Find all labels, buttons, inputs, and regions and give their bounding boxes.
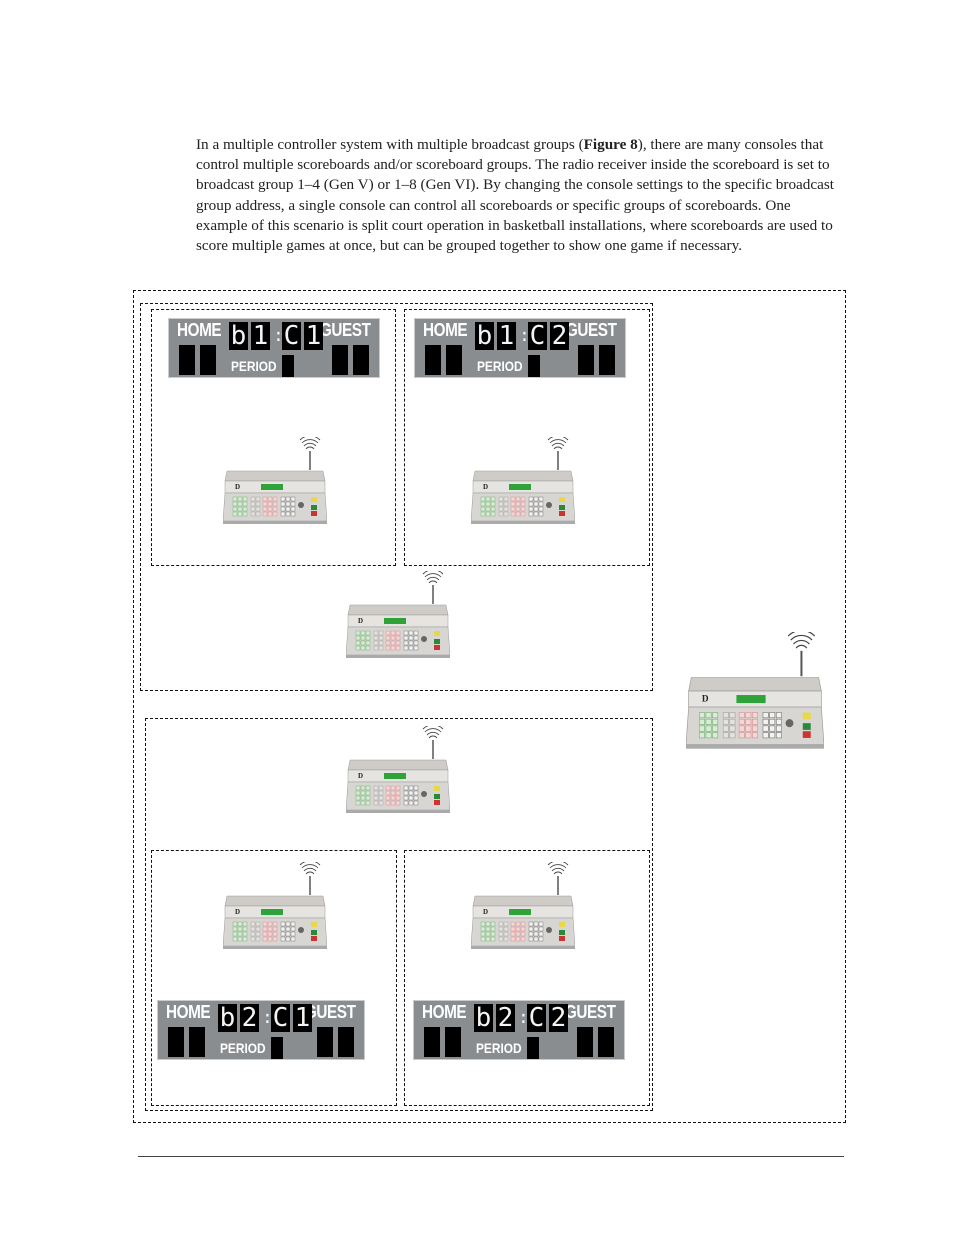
scoreboard-digit: C — [527, 1003, 546, 1033]
guest-label: GUEST — [565, 1002, 616, 1022]
antenna-signal-icon — [547, 435, 569, 470]
group-2-court-b — [404, 850, 650, 1106]
scoreboard-digit: 2 — [240, 1003, 259, 1033]
console-controller: D — [222, 435, 328, 525]
figure-reference: Figure 8 — [583, 136, 638, 153]
antenna-signal-icon — [547, 860, 569, 895]
guest-score-digit — [578, 345, 594, 375]
antenna-signal-icon — [422, 724, 444, 759]
scoreboard-digit: 1 — [497, 321, 516, 351]
home-label: HOME — [166, 1002, 211, 1022]
console-controller: D — [470, 435, 576, 525]
home-score-digit — [446, 345, 462, 375]
antenna-signal-icon — [787, 629, 816, 677]
scoreboard-digit: 2 — [549, 1003, 568, 1033]
guest-score-digit — [577, 1027, 593, 1057]
home-score-digit — [189, 1027, 205, 1057]
scoreboard-digit: 1 — [251, 321, 270, 351]
period-label: PERIOD — [231, 358, 277, 374]
period-digit — [282, 355, 294, 377]
group-1-court-b — [404, 309, 650, 566]
guest-label: GUEST — [320, 320, 371, 340]
scoreboard-digit: 2 — [496, 1003, 515, 1033]
home-score-digit — [424, 1027, 440, 1057]
footer-rule — [138, 1156, 844, 1157]
scoreboard-digit: 2 — [550, 321, 569, 351]
scoreboard-digit: b — [475, 321, 494, 351]
guest-score-digit — [332, 345, 348, 375]
period-digit — [527, 1037, 539, 1059]
console-controller: D — [222, 860, 328, 950]
antenna-signal-icon — [299, 435, 321, 470]
svg-text:D: D — [702, 695, 709, 705]
scoreboard-digit: C — [528, 321, 547, 351]
guest-label: GUEST — [305, 1002, 356, 1022]
antenna-signal-icon — [422, 569, 444, 604]
scoreboard-digit: C — [271, 1003, 290, 1033]
scoreboard-digit: : — [273, 325, 284, 346]
guest-score-digit — [317, 1027, 333, 1057]
paragraph-text: In a multiple controller system with mul… — [196, 136, 584, 153]
system-boundary — [133, 290, 846, 1123]
body-paragraph: In a multiple controller system with mul… — [196, 135, 841, 256]
guest-label: GUEST — [566, 320, 617, 340]
scoreboard-digit: 1 — [293, 1003, 312, 1033]
home-label: HOME — [422, 1002, 467, 1022]
group-1-boundary — [140, 303, 653, 691]
guest-score-digit — [353, 345, 369, 375]
group-2-court-a — [151, 850, 397, 1106]
home-label: HOME — [423, 320, 468, 340]
paragraph-text: ), there are many consoles that control … — [196, 136, 834, 255]
svg-text:D: D — [358, 617, 363, 625]
home-score-digit — [425, 345, 441, 375]
svg-text:D: D — [483, 908, 488, 916]
home-score-digit — [168, 1027, 184, 1057]
period-label: PERIOD — [220, 1040, 266, 1056]
scoreboard-digit: b — [229, 321, 248, 351]
scoreboard-digit: 1 — [304, 321, 323, 351]
guest-score-digit — [598, 1027, 614, 1057]
scoreboard-digit: b — [218, 1003, 237, 1033]
svg-text:D: D — [235, 483, 240, 491]
home-score-digit — [445, 1027, 461, 1057]
period-label: PERIOD — [476, 1040, 522, 1056]
group-1-court-a — [151, 309, 396, 566]
scoreboard-digit: : — [518, 1007, 529, 1028]
home-score-digit — [200, 345, 216, 375]
period-digit — [528, 355, 540, 377]
console-controller: D — [685, 629, 825, 750]
svg-text:D: D — [358, 772, 363, 780]
svg-text:D: D — [235, 908, 240, 916]
period-digit — [271, 1037, 283, 1059]
console-controller: D — [470, 860, 576, 950]
home-score-digit — [179, 345, 195, 375]
svg-text:D: D — [483, 483, 488, 491]
guest-score-digit — [338, 1027, 354, 1057]
guest-score-digit — [599, 345, 615, 375]
scoreboard-digit: b — [474, 1003, 493, 1033]
period-label: PERIOD — [477, 358, 523, 374]
scoreboard-digit: : — [262, 1007, 273, 1028]
scoreboard-digit: C — [282, 321, 301, 351]
console-controller: D — [345, 724, 451, 814]
console-controller: D — [345, 569, 451, 659]
scoreboard-digit: : — [519, 325, 530, 346]
group-2-boundary — [145, 718, 653, 1111]
home-label: HOME — [177, 320, 222, 340]
antenna-signal-icon — [299, 860, 321, 895]
